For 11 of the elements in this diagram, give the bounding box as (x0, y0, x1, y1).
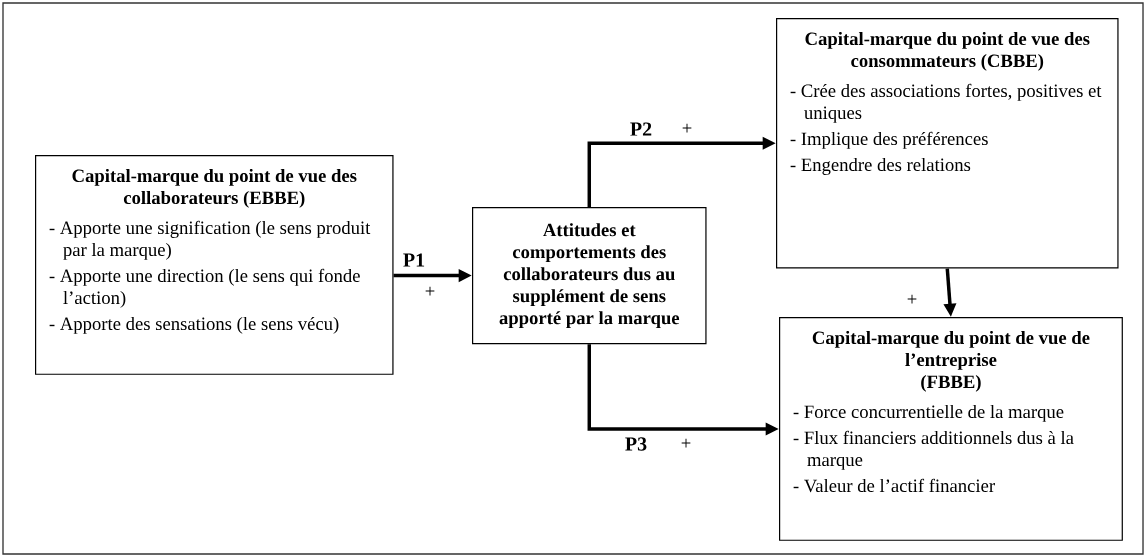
info-box: Capital-marque du point de vue des collaborateurs (EBBE) - Apporte une signification (le sens produit par la marque) - Apporte une direction (le sens qui fonde l’action) - Apporte des sensations (le sens vécu) (35, 155, 394, 375)
sign-label: + (681, 438, 691, 448)
edge-label: + (907, 294, 917, 304)
edge-label: P1 (403, 253, 425, 267)
edge-label: P2 (630, 122, 652, 136)
info-box: Capital-marque du point de vue des consommateurs (CBBE) - Crée des associations fortes, positives et uniques - Implique des préférences - Engendre des relations (776, 18, 1119, 269)
process-box: Attitudes et comportements des collaborateurs dus au supplément de sens apporté par la marque (472, 207, 707, 345)
sign-label: + (682, 123, 692, 133)
info-box: Capital-marque du point de vue de l’entreprise (FBBE) - Force concurrentielle de la marque - Flux financiers additionnels dus à la marque - Valeur de l’actif financier (779, 317, 1123, 541)
edge-label: P3 (625, 437, 647, 451)
sign-label: + (425, 286, 435, 296)
